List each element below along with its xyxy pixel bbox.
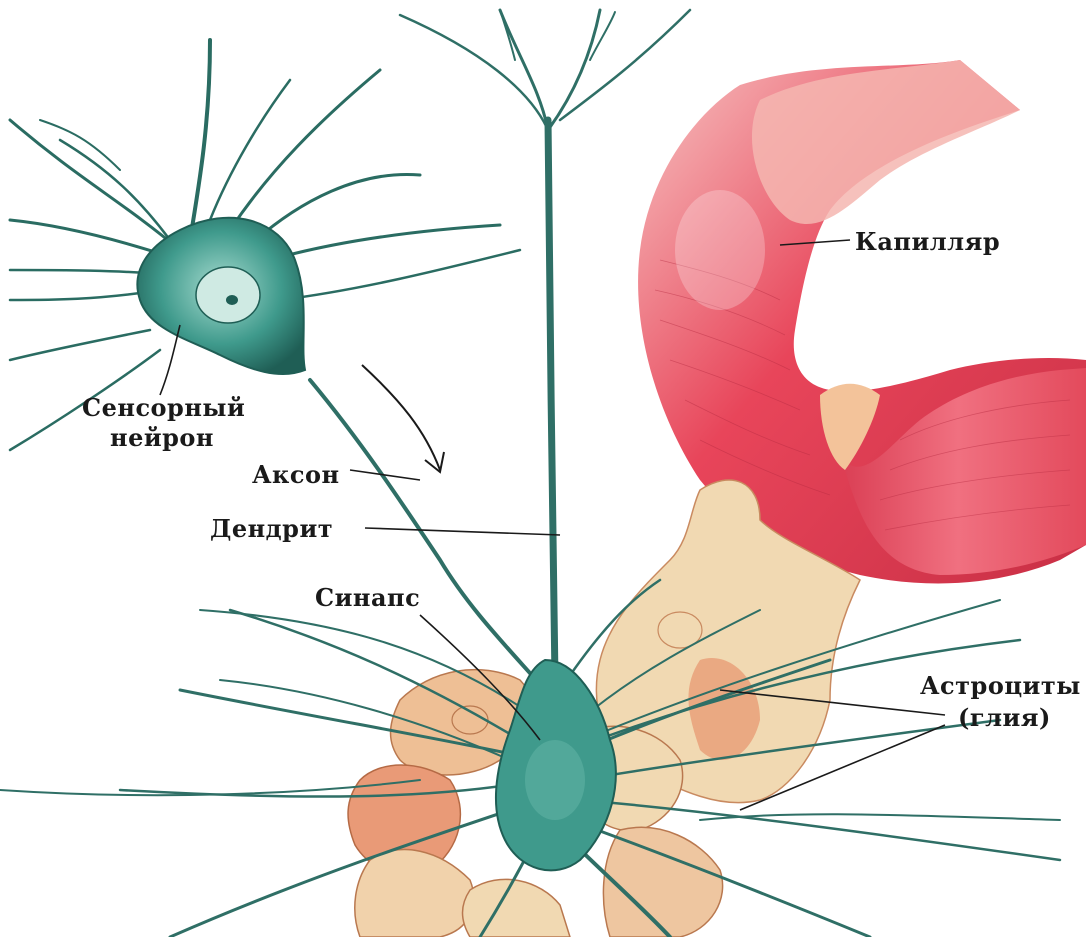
astrocyte-cluster — [348, 480, 860, 937]
label-astrocytes-line2: (глия) — [958, 703, 1051, 732]
sensory-neuron — [10, 40, 520, 450]
label-sensory-neuron-line2: нейрон — [110, 423, 214, 452]
label-dendrite: Дендрит — [210, 514, 333, 543]
label-axon: Аксон — [252, 460, 340, 489]
label-astrocytes-line1: Астроциты — [920, 671, 1081, 700]
label-sensory-neuron-line1: Сенсорный — [82, 393, 245, 422]
label-synapse: Синапс — [315, 583, 420, 612]
label-capillary: Капилляр — [855, 227, 1000, 256]
signal-direction-arrow — [362, 365, 440, 470]
